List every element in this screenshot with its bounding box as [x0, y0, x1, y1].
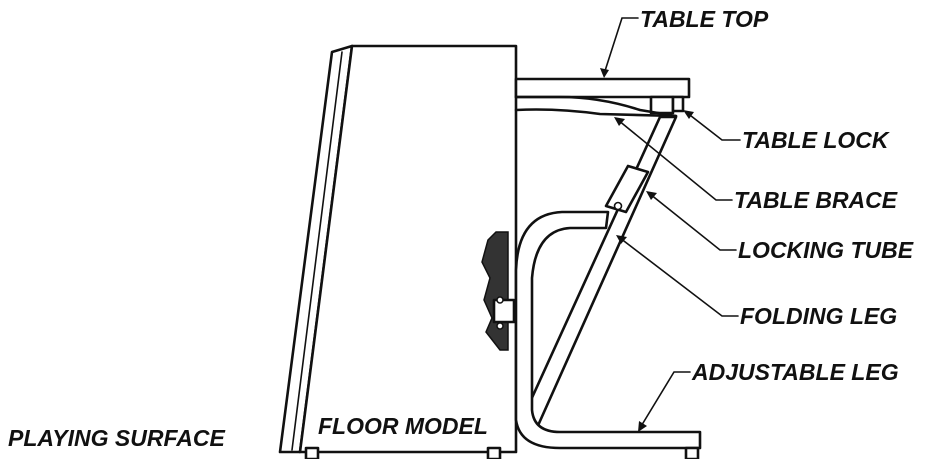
label-table-top: TABLE TOP: [640, 6, 769, 32]
leader-lines: [600, 17, 741, 432]
arrow-icon: [616, 235, 627, 244]
arrow-icon: [683, 110, 694, 119]
label-adjustable-leg: ADJUSTABLE LEG: [691, 359, 899, 385]
folding-leg-part: [518, 115, 678, 432]
cabinet-body: [298, 44, 518, 454]
side-control-assembly: [481, 231, 525, 351]
label-floor-model: FLOOR MODEL: [318, 413, 488, 439]
arrow-icon: [600, 68, 609, 78]
arrow-icon: [646, 191, 657, 200]
arrow-icon: [638, 421, 647, 432]
label-playing-surface: PLAYING SURFACE: [8, 425, 225, 451]
locking-tube-part: [604, 164, 650, 214]
arrow-icon: [614, 117, 625, 126]
table-brace-part: [514, 95, 678, 118]
label-table-lock: TABLE LOCK: [742, 127, 890, 153]
cabinet-feet: [304, 446, 700, 459]
label-folding-leg: FOLDING LEG: [740, 303, 897, 329]
label-table-brace: TABLE BRACE: [734, 187, 898, 213]
table-lock-block: [649, 95, 685, 115]
adjustable-leg-part: [514, 210, 702, 450]
table-top-slab: [514, 77, 691, 99]
label-locking-tube: LOCKING TUBE: [738, 237, 914, 263]
